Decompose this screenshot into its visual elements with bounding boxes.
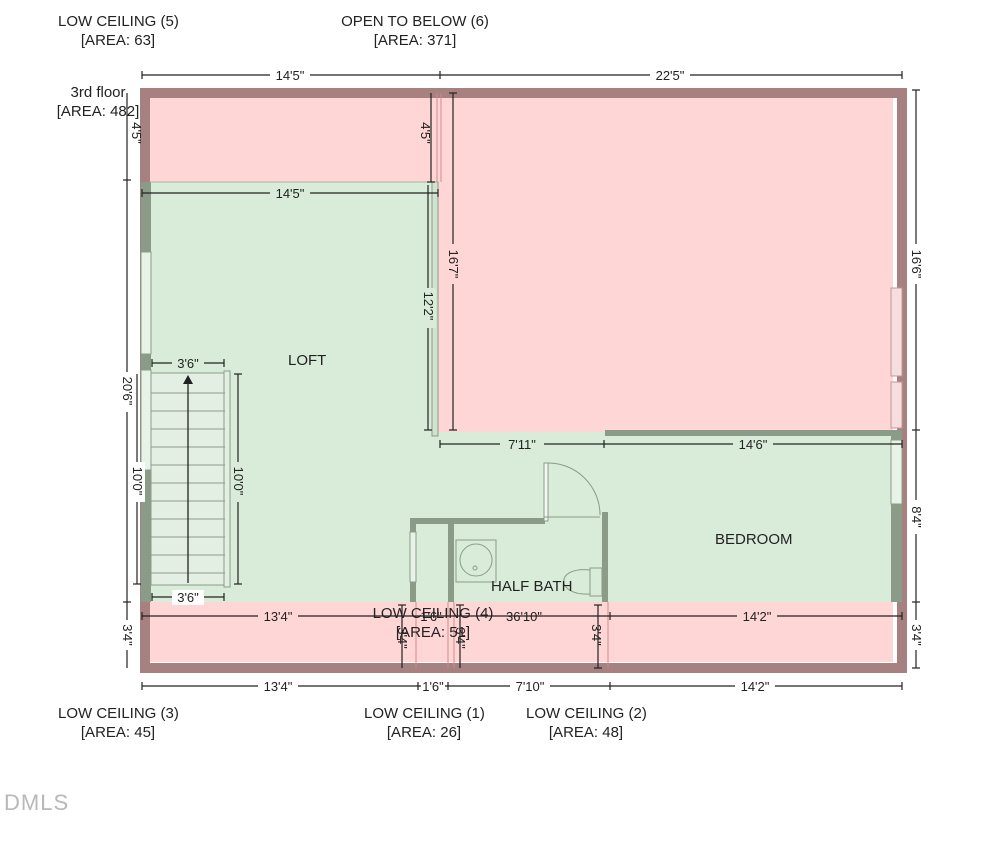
- bath-door: [543, 462, 601, 522]
- dim-top-left: 14'5": [276, 68, 305, 83]
- low-ceiling-1-title: LOW CEILING (1): [364, 705, 485, 722]
- third-floor-area: [AREA: 482]: [56, 103, 140, 120]
- low-ceiling-4-area: [AREA: 51]: [395, 624, 471, 641]
- low-ceiling-5-label: LOW CEILING (5) [AREA: 63]: [58, 12, 179, 50]
- dim-bottom-3: 7'10": [516, 679, 545, 694]
- bath-window: [409, 531, 417, 583]
- bath-top-wall: [410, 518, 545, 524]
- dim-left-low-ceiling: 4'5": [129, 122, 144, 144]
- dim-inner-bottom-right: 14'2": [743, 609, 772, 624]
- bedroom-room-label: BEDROOM: [715, 531, 793, 548]
- toilet-icon: [563, 567, 603, 597]
- dim-stair-bottom: 3'6": [177, 590, 199, 605]
- dim-inner-low-ceiling: 4'5": [418, 122, 433, 144]
- dim-right-upper-height: 16'6": [909, 250, 924, 279]
- dim-stair-right-height: 10'0": [231, 467, 246, 496]
- dim-stair-top: 3'6": [177, 356, 199, 371]
- third-floor-title: 3rd floor: [70, 84, 126, 101]
- open-below-title: OPEN TO BELOW (6): [341, 13, 489, 30]
- dim-open-below-height: 16'7": [446, 250, 461, 279]
- open-below-window-1: [890, 287, 903, 377]
- half-bath-room-label: HALF BATH: [491, 578, 573, 595]
- low-ceiling-2-area: [AREA: 48]: [548, 724, 624, 741]
- low-ceiling-4-label: LOW CEILING (4) [AREA: 51]: [372, 604, 494, 642]
- dim-stair-left-height: 10'0": [130, 467, 145, 496]
- open-below-label: OPEN TO BELOW (6) [AREA: 371]: [340, 12, 490, 50]
- dim-bedroom-width: 14'6": [739, 437, 768, 452]
- vertical-dimension-labels: 4'5" 4'5" 16'7" 16'6" 12'2" 20'6" 10'0" …: [120, 122, 924, 650]
- low-ceiling-3-label: LOW CEILING (3) [AREA: 45]: [58, 704, 179, 742]
- dim-left-bottom-height: 3'4": [120, 624, 135, 646]
- dim-mid-bottom-b: 3'4": [453, 627, 468, 649]
- watermark-logo: DMLS: [4, 790, 70, 815]
- bath-right-wall: [602, 512, 608, 602]
- low-ceiling-5-title: LOW CEILING (5): [58, 13, 179, 30]
- loft-window-1: [140, 251, 152, 355]
- dim-inner-bottom-mid-small: 1'6": [420, 609, 442, 624]
- dim-right-bedroom-height: 8'4": [909, 506, 924, 528]
- bath-left-wall: [448, 518, 454, 602]
- low-ceiling-4-title: LOW CEILING (4): [372, 605, 494, 622]
- stair-up-arrow-icon: [183, 375, 193, 384]
- low-ceiling-2-title: LOW CEILING (2): [526, 705, 647, 722]
- dim-bottom-4: 14'2": [741, 679, 770, 694]
- dim-right-bottom-height: 3'4": [909, 624, 924, 646]
- loft-window-2: [140, 369, 152, 471]
- low-ceiling-3-title: LOW CEILING (3): [58, 705, 179, 722]
- bedroom-window: [890, 439, 903, 505]
- open-below-window-2: [890, 381, 903, 429]
- low-ceiling-5-area: [AREA: 63]: [80, 32, 156, 49]
- dim-top-right: 22'5": [656, 68, 685, 83]
- bedroom-right-wall: [891, 432, 902, 602]
- dim-bottom-2: 1'6": [422, 679, 444, 694]
- dim-hall-width: 7'11": [508, 437, 536, 452]
- bedroom-top-wall: [605, 430, 902, 436]
- staircase: [150, 370, 231, 588]
- dim-left-main-height: 20'6": [120, 377, 135, 406]
- low-ceiling-1-area: [AREA: 26]: [386, 724, 462, 741]
- low-ceiling-2-label: LOW CEILING (2) [AREA: 48]: [526, 704, 647, 742]
- third-floor-label: 3rd floor [AREA: 482]: [52, 83, 144, 121]
- dim-bottom-1: 13'4": [264, 679, 293, 694]
- loft-room-label: LOFT: [288, 352, 327, 369]
- dim-mid-bottom-c: 3'4": [589, 624, 604, 646]
- dim-mid-bottom-a: 3'4": [395, 627, 410, 649]
- dim-inner-bottom-left: 13'4": [264, 609, 293, 624]
- open-to-below-area: [437, 98, 893, 432]
- low-ceiling-1-label: LOW CEILING (1) [AREA: 26]: [364, 704, 485, 742]
- dim-loft-width: 14'5": [276, 186, 305, 201]
- dimension-labels: 14'5" 22'5" 14'5" 3'6" 3'6" 7'11" 14'6" …: [172, 67, 777, 694]
- dim-inner-bottom-mid: 36'10": [506, 609, 542, 624]
- sink-icon: [455, 539, 497, 583]
- dim-loft-inner-height: 12'2": [421, 292, 436, 321]
- bedroom-area: [607, 432, 893, 602]
- open-below-area: [AREA: 371]: [373, 32, 457, 49]
- low-ceiling-3-area: [AREA: 45]: [80, 724, 156, 741]
- low-ceiling-5-area: [150, 98, 437, 182]
